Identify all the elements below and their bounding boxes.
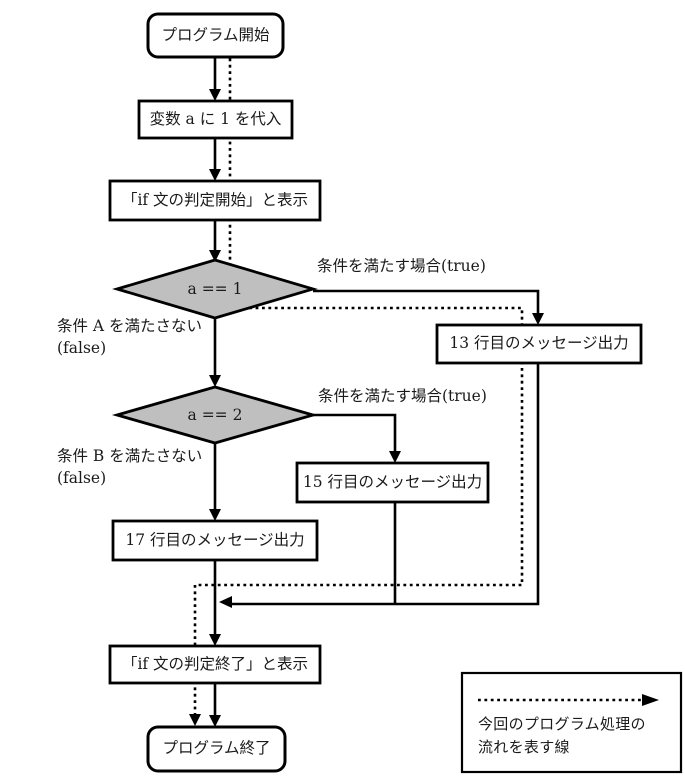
decision-b-label: a == 2 [187,405,243,424]
connector-out13-merge [231,363,540,606]
cond-a-false-label-2: (false) [57,339,107,357]
arrowhead-into-condb [209,375,221,387]
start-node-shape [146,12,285,59]
out15-node-label: 15 行目のメッセージ出力 [302,472,483,491]
if-end-node-shape [108,644,322,685]
out13-node-shape [435,323,643,365]
assign-node-label: 変数 a に 1 を代入 [149,109,282,128]
arrowhead-into-end-solid [209,715,221,727]
arrowhead-into-out13 [532,313,544,325]
legend-text-line-2: 流れを表す線 [478,738,570,756]
arrowhead-into-assign [209,89,221,101]
cond-b-false-label-2: (false) [57,469,107,487]
decision-a-label: a == 1 [187,279,243,298]
cond-b-false-label: 条件 B を満たさない [57,447,203,465]
legend-text-line-1: 今回のプログラム処理の [478,715,646,733]
legend-arrowhead-icon [642,694,659,706]
execution-path-dotted-line [193,52,524,720]
connector-condb-out15-true [313,413,397,460]
decision-b-diamond-shape [111,385,319,445]
if-end-node-label: 「if 文の判定終了」と表示 [121,654,309,673]
end-node-shape [146,725,287,773]
arrowhead-into-ifstart [209,169,221,181]
if-start-node-label: 「if 文の判定開始」と表示 [121,190,309,209]
cond-b-true-label: 条件を満たす場合(true) [318,387,487,405]
start-node-label: プログラム開始 [161,25,270,44]
arrowhead-into-out17 [209,509,221,521]
out17-node-shape [111,519,319,562]
out17-node-label: 17 行目のメッセージ出力 [125,530,305,549]
out15-node-shape [295,461,490,504]
cond-a-false-label: 条件 A を満たさない [57,317,203,335]
connector-conda-out13-true [313,289,540,322]
decision-a-diamond-shape [112,258,318,320]
end-node-label: プログラム終了 [162,739,271,758]
assign-node-shape [137,99,294,140]
cond-a-true-label: 条件を満たす場合(true) [317,257,486,275]
arrowhead-merge-left [219,596,232,608]
arrowhead-into-conda [209,250,221,262]
legend-box-shape [460,671,683,774]
arrowhead-into-out15 [389,451,401,463]
arrowhead-into-ifend [209,634,221,646]
out13-node-label: 13 行目のメッセージ出力 [449,334,629,353]
arrowhead-into-end-dotted [189,714,201,726]
